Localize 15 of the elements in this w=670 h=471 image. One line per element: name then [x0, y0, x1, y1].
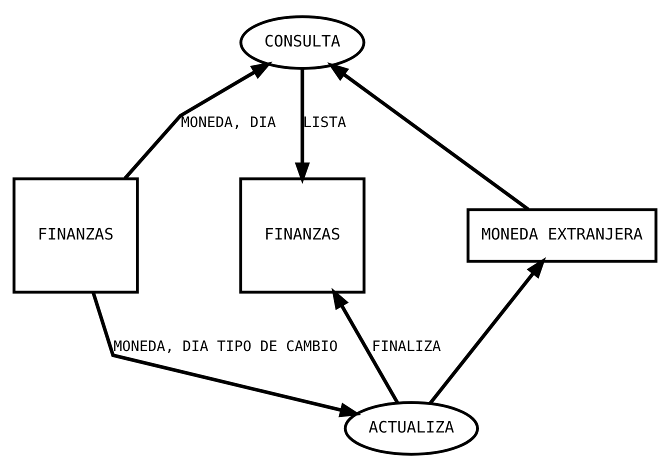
node-ellipse: ACTUALIZA: [344, 401, 479, 456]
arrow: [124, 62, 272, 180]
edge-label: LISTA: [303, 115, 346, 132]
arrow: [92, 292, 362, 418]
edge-label: MONEDA, DIA TIPO DE CAMBIO: [113, 338, 338, 355]
node-ellipse: CONSULTA: [239, 15, 366, 70]
arrow: [332, 288, 400, 404]
arrow: [327, 62, 530, 211]
arrow: [428, 257, 546, 404]
edge-label: FINALIZA: [372, 338, 441, 355]
arrow: [294, 68, 310, 184]
node-box: FINANZAS: [12, 177, 139, 294]
node-box: FINANZAS: [239, 177, 366, 294]
edge-label: MONEDA, DIA: [181, 115, 276, 132]
node-box: MONEDA EXTRANJERA: [466, 208, 658, 263]
